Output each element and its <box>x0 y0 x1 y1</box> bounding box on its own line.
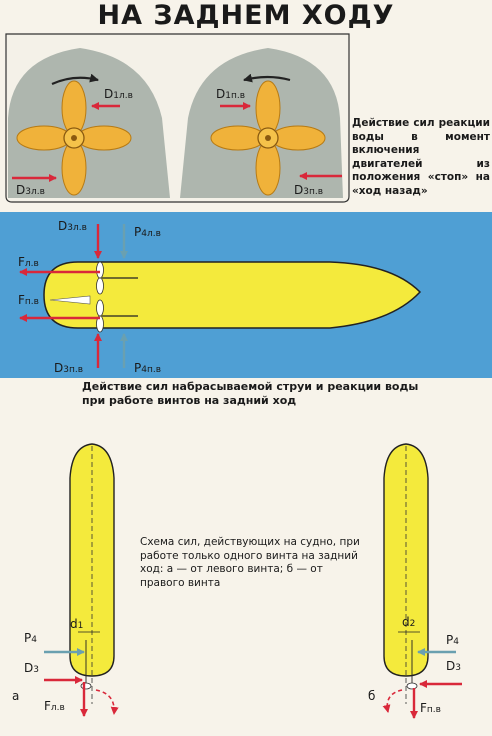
ship-b <box>382 443 462 719</box>
label-ship-a-f: Fл.в <box>44 699 65 713</box>
stern-jet <box>49 295 91 305</box>
caption-propellers: Действие сил реакции воды в момент включ… <box>352 117 490 197</box>
label-p4pv: P4п.в <box>134 361 161 375</box>
label-ship-a-d3: D3 <box>24 661 39 675</box>
label-d3-right: D3п.в <box>294 183 323 197</box>
prop-top-left <box>96 261 104 295</box>
label-d3pv: D3п.в <box>54 361 83 375</box>
label-p4lv: P4л.в <box>134 225 161 239</box>
ship-a-turn-arrow <box>95 689 119 715</box>
label-ship-b-d2: d2 <box>402 615 415 629</box>
label-ship-b-p4: P4 <box>446 633 459 647</box>
ship-b-turn-arrow <box>382 689 403 713</box>
left-rotation-arrow <box>51 73 99 86</box>
ship-a <box>44 443 119 717</box>
label-flv: Fл.в <box>18 255 39 269</box>
ship-a-prop <box>80 682 92 690</box>
caption-hull-top: Действие сил набрасываемой струи и реакц… <box>82 380 419 407</box>
caption-single-screw: Схема сил, действующих на судно, при раб… <box>140 536 360 589</box>
prop-top-right <box>96 299 104 333</box>
ship-b-prop <box>406 682 418 690</box>
label-d3lv: D3л.в <box>58 219 87 233</box>
label-ship-a-d1: d1 <box>70 617 83 631</box>
label-fpv: Fп.в <box>18 293 39 307</box>
label-ship-b-f: Fп.в <box>420 701 441 715</box>
label-ship-a-letter: а <box>12 689 19 703</box>
right-rotation-arrow <box>243 73 291 83</box>
left-stern-silhouette <box>8 48 170 198</box>
left-propeller <box>16 80 132 196</box>
label-d3-left: D3л.в <box>16 183 45 197</box>
right-propeller <box>210 80 326 196</box>
label-d1-left: D1л.в <box>104 87 133 101</box>
label-ship-b-letter: б <box>368 689 375 703</box>
label-d1-right: D1п.в <box>216 87 245 101</box>
label-ship-b-d3: D3 <box>446 659 461 673</box>
page-title: НА ЗАДНЕМ ХОДУ <box>97 0 395 31</box>
label-ship-a-p4: P4 <box>24 631 37 645</box>
propeller-panel <box>5 33 350 203</box>
